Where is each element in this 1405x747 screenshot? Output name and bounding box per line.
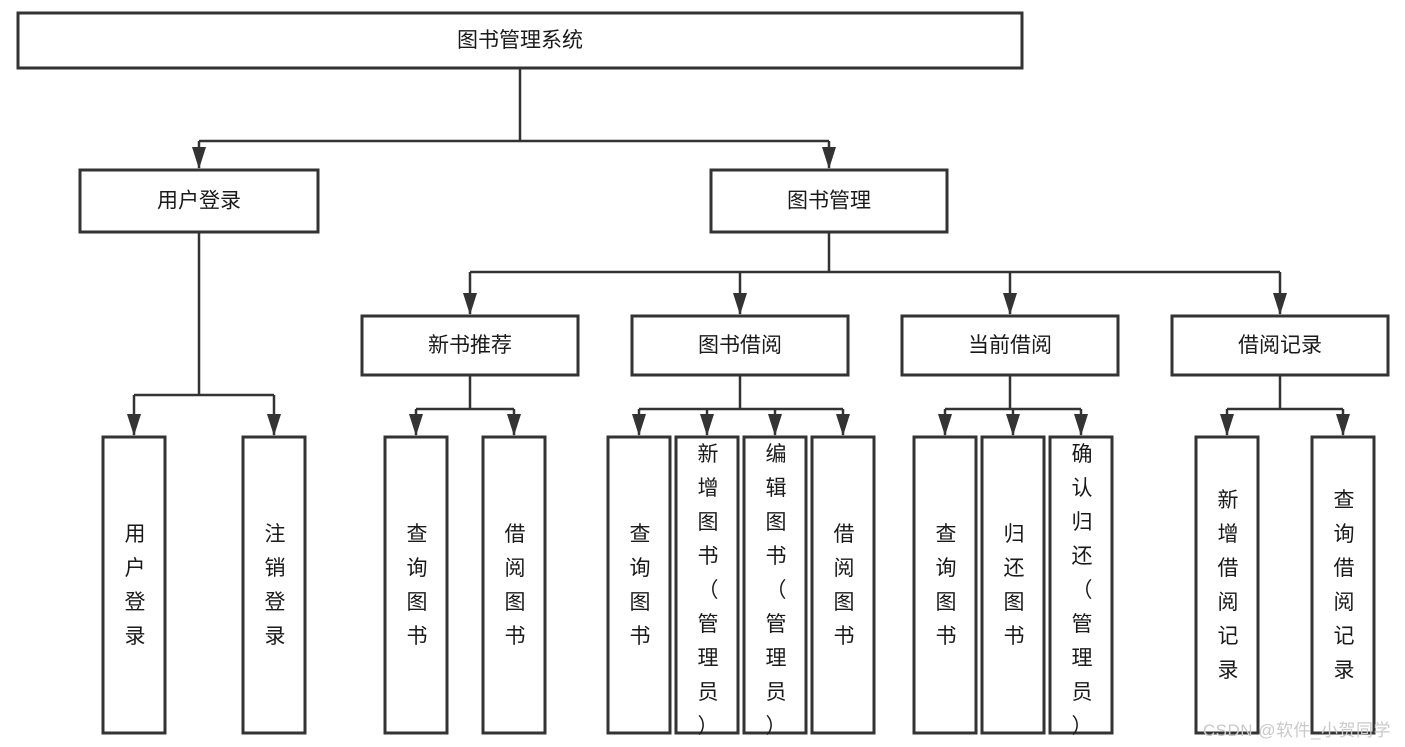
node-label: 查询图书	[407, 523, 428, 648]
node-leaf-confirm-return[interactable]: 确认归还（管理员）	[1048, 435, 1114, 738]
node-layer: 图书管理系统用户登录图书管理新书推荐图书借阅当前借阅借阅记录用户登录注销登录查询…	[16, 11, 1390, 738]
node-box	[16, 11, 1024, 70]
node-label: 借阅图书	[834, 523, 855, 648]
node-box	[742, 435, 808, 735]
node-leaf-add-record[interactable]: 新增借阅记录	[1194, 435, 1260, 735]
node-leaf-logout-login[interactable]: 注销登录	[241, 435, 307, 735]
node-box	[1048, 435, 1114, 735]
node-box	[900, 314, 1120, 377]
node-box	[383, 435, 449, 735]
node-leaf-add-book[interactable]: 新增图书（管理员）	[674, 435, 740, 738]
node-label: 用户登录	[157, 190, 241, 213]
node-label: 查询图书	[630, 523, 651, 648]
node-current-borrow[interactable]: 当前借阅	[900, 314, 1120, 377]
node-box	[481, 435, 547, 735]
node-label: 新增图书（管理员）	[698, 443, 719, 738]
node-leaf-query-book-2[interactable]: 查询图书	[606, 435, 672, 735]
node-leaf-user-login[interactable]: 用户登录	[101, 435, 167, 735]
node-box	[709, 168, 949, 234]
node-box	[630, 314, 850, 377]
node-box	[980, 435, 1046, 735]
node-label: 编辑图书（管理员）	[766, 443, 787, 738]
node-user-login[interactable]: 用户登录	[78, 168, 320, 234]
node-leaf-return-book[interactable]: 归还图书	[980, 435, 1046, 735]
node-label: 新增借阅记录	[1218, 489, 1239, 682]
node-label: 借阅图书	[505, 523, 526, 648]
node-box	[674, 435, 740, 735]
connector-layer	[127, 68, 1350, 436]
node-label: 当前借阅	[968, 334, 1052, 357]
node-box	[78, 168, 320, 234]
node-box	[101, 435, 167, 735]
node-label: 查询图书	[936, 523, 957, 648]
node-box	[360, 314, 580, 377]
node-label: 图书管理系统	[457, 29, 583, 52]
node-leaf-borrow-book-1[interactable]: 借阅图书	[481, 435, 547, 735]
node-box	[912, 435, 978, 735]
node-book-manage[interactable]: 图书管理	[709, 168, 949, 234]
node-book-borrow[interactable]: 图书借阅	[630, 314, 850, 377]
node-leaf-query-book-3[interactable]: 查询图书	[912, 435, 978, 735]
node-label: 用户登录	[125, 523, 146, 648]
node-label: 归还图书	[1004, 523, 1025, 648]
node-box	[241, 435, 307, 735]
node-new-book-recommend[interactable]: 新书推荐	[360, 314, 580, 377]
node-box	[1310, 435, 1376, 735]
node-borrow-record[interactable]: 借阅记录	[1170, 314, 1390, 377]
csdn-watermark: CSDN @软件_小贺同学	[1202, 721, 1391, 740]
node-box	[606, 435, 672, 735]
node-label: 查询借阅记录	[1334, 489, 1355, 682]
node-box	[810, 435, 876, 735]
node-leaf-query-book-1[interactable]: 查询图书	[383, 435, 449, 735]
node-label: 确认归还（管理员）	[1072, 443, 1093, 738]
node-label: 新书推荐	[428, 334, 512, 357]
node-label: 借阅记录	[1238, 334, 1322, 357]
node-leaf-edit-book[interactable]: 编辑图书（管理员）	[742, 435, 808, 738]
node-label: 图书借阅	[698, 334, 782, 357]
node-leaf-query-record[interactable]: 查询借阅记录	[1310, 435, 1376, 735]
node-box	[1194, 435, 1260, 735]
node-root[interactable]: 图书管理系统	[16, 11, 1024, 70]
node-leaf-borrow-book-2[interactable]: 借阅图书	[810, 435, 876, 735]
node-label: 注销登录	[265, 523, 286, 648]
node-label: 图书管理	[787, 190, 871, 213]
node-box	[1170, 314, 1390, 377]
